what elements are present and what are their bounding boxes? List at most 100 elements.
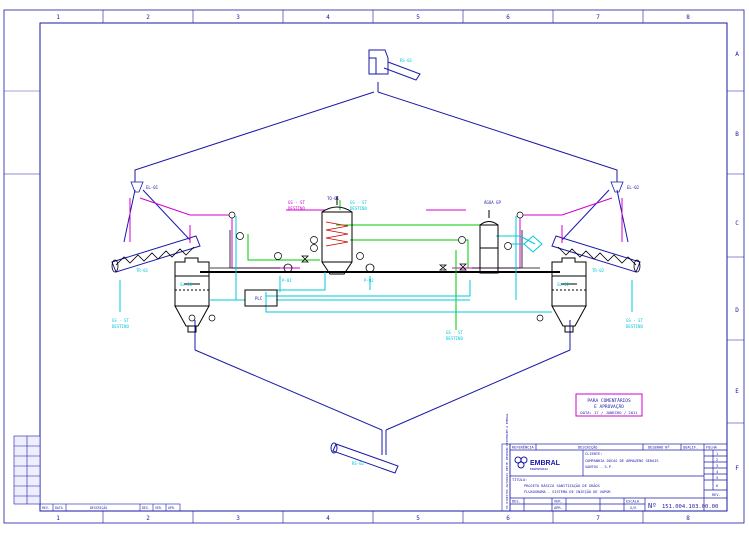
row-label-c: C [735, 220, 739, 227]
supply-left-sub: DESTINO [288, 206, 305, 211]
col-label-2: 2 [146, 14, 150, 21]
top-feed-label: RS-01 [400, 58, 413, 63]
col-label-5-bottom: 5 [416, 515, 420, 522]
tb-title-label: TÍTULO: [512, 477, 527, 482]
distributor-left [130, 181, 144, 193]
col-label-1: 1 [56, 14, 60, 21]
main-process-lines [123, 82, 629, 455]
valve-icon [283, 255, 467, 273]
grid-rows: A B C D E F [4, 51, 744, 472]
tb-client: COMPANHIA DOCAS DE ARMAZENS GERAIS [585, 459, 659, 463]
rev-header-des: DES. [142, 506, 150, 510]
rev-header-ver: VER. [155, 506, 163, 510]
tb-scale-label: ESCALA [626, 500, 640, 504]
silo-left [174, 257, 210, 333]
tb-col-folha: FOLHA [706, 446, 718, 450]
approval-line-3: DATA: 17 / JANEIRO / 2011 [580, 410, 638, 415]
magenta-lines [129, 197, 623, 269]
col-label-7-bottom: 7 [596, 515, 600, 522]
tb-rev-5: 5 [716, 476, 718, 480]
tb-rev-2: 2 [716, 458, 718, 462]
col-label-8-bottom: 8 [686, 515, 690, 522]
tb-rev-4: 4 [716, 470, 718, 474]
tb-client-label: CLIENTE: [585, 452, 602, 456]
drawing-frame [3, 9, 745, 524]
col-label-8: 8 [686, 14, 690, 21]
black-lines [210, 230, 540, 269]
supply-right-sub: DESTINO [350, 206, 367, 211]
supply-left-label: GS - ST [288, 200, 305, 205]
row-label-a: A [735, 51, 739, 58]
revision-headers: REV. DATA DESCRIÇÃO DES. VER. APR. [42, 505, 176, 510]
tb-col-referencia: REFERÊNCIA [512, 445, 534, 450]
bucket-elevator-icon [368, 49, 421, 81]
screw-right-label: TR-02 [592, 268, 605, 273]
tb-client-sub: SANTOS - S.P. [585, 465, 613, 469]
side-note: OS DIREITOS AUTORAIS DESTE DESENHO PERTE… [501, 413, 511, 512]
tb-rev-1: 1 [716, 452, 718, 456]
rev-header-descricao: DESCRIÇÃO [90, 505, 107, 510]
tb-rev-6: 6 [716, 484, 718, 488]
tb-footer-apr: APR. [554, 506, 563, 510]
row-label-e: E [735, 388, 739, 395]
pump-left-label: P-01 [282, 278, 292, 283]
rev-header-rev: REV. [42, 506, 50, 510]
col-label-4: 4 [326, 14, 330, 21]
supply-right-label: GS - ST [350, 200, 367, 205]
revision-table [13, 435, 181, 512]
panel-label: PLC [255, 296, 263, 301]
tb-number: 151.004.103.00.00 [662, 504, 718, 510]
tb-col-descricao: DESCRIÇÃO [578, 445, 597, 450]
tb-footer-ver: VER. [554, 500, 563, 504]
mix-tank-label: TQ-01 [327, 196, 340, 201]
screw-conveyor-left [111, 235, 201, 273]
approval-box: PARA COMENTÁRIOS E APROVAÇÃO DATA: 17 / … [575, 393, 643, 417]
col-label-3: 3 [236, 14, 240, 21]
silo-right [551, 257, 587, 333]
pump-right-label: P-02 [364, 278, 374, 283]
heat-exchanger [510, 235, 543, 253]
distributor-right [610, 181, 624, 193]
cyan-lines [119, 216, 633, 313]
tb-scale: S/E [630, 506, 637, 510]
tb-col-qualif: QUALIF. [683, 446, 698, 450]
title-block-text: REFERÊNCIA DESCRIÇÃO DESENHO Nº QUALIF. … [512, 445, 721, 511]
instrument-bubble-icon [188, 211, 544, 322]
tb-col-desenho: DESENHO Nº [648, 446, 670, 450]
row-label-f: F [735, 465, 739, 472]
company-name: EMBRAL [530, 460, 561, 467]
col-label-2-bottom: 2 [146, 515, 150, 522]
gas-in-right-sub: DESTINO [626, 324, 643, 329]
tb-title-2: FLUXOGRAMA - SISTEMA DE INJEÇÃO DE VAPOR [524, 489, 611, 494]
screw-conveyor-icon [330, 442, 399, 474]
side-note-text: OS DIREITOS AUTORAIS DESTE DESENHO PERTE… [504, 413, 509, 509]
col-label-6: 6 [506, 14, 510, 21]
vent-label: ÁGUA GP [484, 200, 501, 205]
col-label-6-bottom: 6 [506, 515, 510, 522]
approval-line-2: E APROVAÇÃO [594, 403, 624, 410]
company-sub: ENGENHARIA [530, 467, 548, 471]
col-label-7: 7 [596, 14, 600, 21]
screw-conveyor-right [551, 235, 641, 273]
approval-line-1: PARA COMENTÁRIOS [587, 397, 631, 404]
col-label-4-bottom: 4 [326, 515, 330, 522]
tb-rev-label: REV. [712, 493, 721, 497]
col-label-3-bottom: 3 [236, 515, 240, 522]
gas-in-left-sub: DESTINO [112, 324, 129, 329]
tb-title-1: PROJETO BÁSICO SANITIZAÇÃO DE GRÃOS [524, 483, 600, 488]
control-panel: PLC [244, 289, 278, 307]
grid-columns: 1 2 3 4 5 6 7 8 1 2 3 4 5 6 7 8 [56, 10, 690, 523]
gas-in-left-label: GS - ST [112, 318, 129, 323]
col-label-5: 5 [416, 14, 420, 21]
row-label-b: B [735, 131, 739, 138]
rev-header-data: DATA [55, 506, 63, 510]
tb-footer-des: DES. [512, 500, 521, 504]
tb-number-label: Nº [648, 502, 656, 510]
vessel-right [479, 210, 499, 274]
silo-right-label: SL-02 [557, 282, 570, 287]
title-block [509, 443, 728, 512]
gas-labels: GS - ST DESTINO GS - ST DESTINO GS - ST … [112, 200, 643, 341]
elevator-right-label: EL-02 [627, 185, 640, 190]
bottom-discharge-label: RS-02 [352, 461, 365, 466]
